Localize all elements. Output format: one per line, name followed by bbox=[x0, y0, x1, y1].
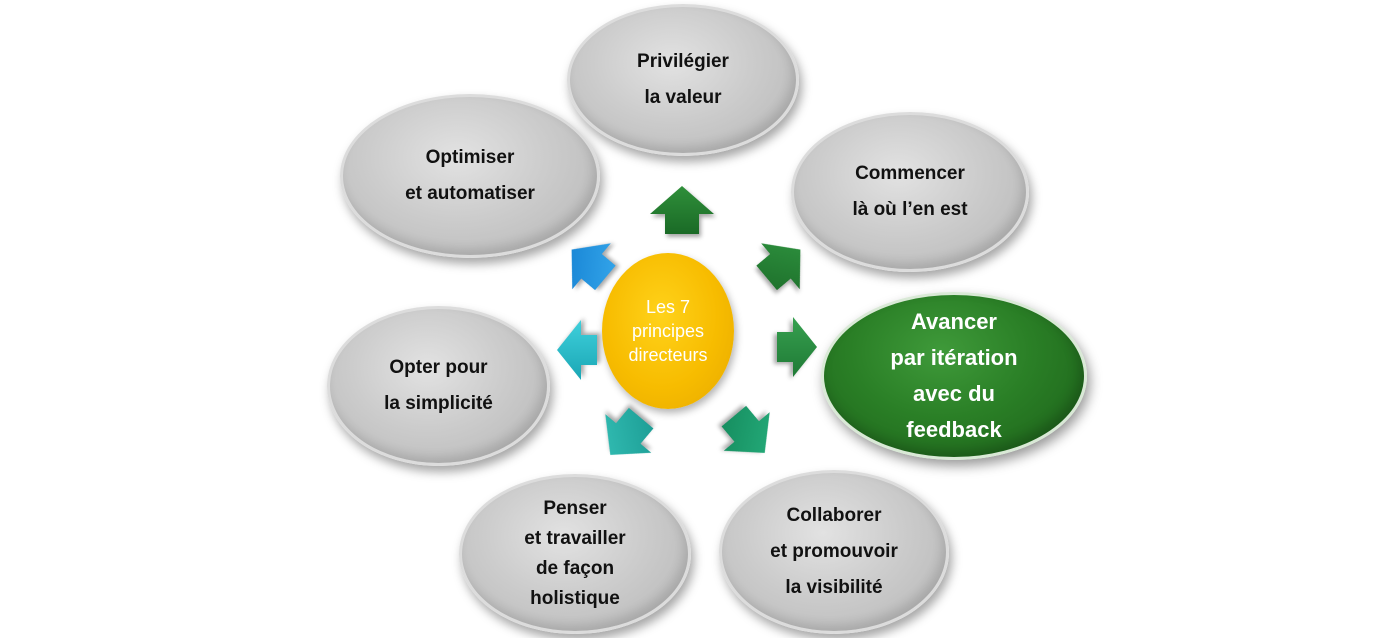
node-collaborer: Collaborer et promouvoir la visibilité bbox=[719, 470, 949, 634]
arrow-to-optimiser bbox=[571, 243, 616, 291]
arrow-to-avancer bbox=[777, 317, 817, 377]
node-privilegier-line-1: Privilégier bbox=[637, 51, 729, 72]
node-privilegier-line-2: la valeur bbox=[644, 87, 722, 108]
node-commencer-line-1: Commencer bbox=[855, 163, 965, 184]
arrow-to-opter bbox=[557, 320, 597, 380]
arrow-to-collaborer bbox=[721, 405, 770, 453]
center-line-1: Les 7 bbox=[645, 297, 691, 317]
node-avancer-line-2: par itération bbox=[890, 345, 1018, 370]
node-optimiser-line-2: et automatiser bbox=[405, 183, 535, 204]
node-avancer-line-1: Avancer bbox=[910, 309, 997, 334]
node-penser-line-1: Penser bbox=[543, 498, 607, 519]
node-avancer: Avancer par itération avec du feedback bbox=[821, 292, 1087, 460]
center-line-2: principes bbox=[631, 321, 705, 341]
node-commencer: Commencer là où l’en est bbox=[791, 112, 1029, 272]
node-opter: Opter pour la simplicité bbox=[327, 306, 550, 466]
node-optimiser-line-1: Optimiser bbox=[425, 147, 515, 168]
arrow-to-penser bbox=[605, 407, 654, 455]
node-collaborer-line-2: et promouvoir bbox=[770, 541, 898, 562]
center-line-3: directeurs bbox=[628, 345, 708, 365]
node-opter-line-2: la simplicité bbox=[384, 393, 493, 414]
node-avancer-line-4: feedback bbox=[906, 417, 1002, 442]
node-avancer-line-3: avec du bbox=[913, 381, 995, 406]
node-opter-line-1: Opter pour bbox=[389, 357, 488, 378]
node-privilegier: Privilégier la valeur bbox=[567, 4, 799, 156]
node-penser: Penser et travailler de façon holistique bbox=[459, 474, 691, 634]
arrow-to-commencer bbox=[756, 243, 801, 291]
node-optimiser: Optimiser et automatiser bbox=[340, 94, 600, 258]
node-commencer-line-2: là où l’en est bbox=[852, 199, 968, 220]
center-circle: Les 7 principes directeurs bbox=[602, 253, 734, 409]
node-collaborer-line-3: la visibilité bbox=[785, 577, 883, 598]
node-penser-line-4: holistique bbox=[530, 588, 620, 609]
node-penser-line-2: et travailler bbox=[524, 528, 626, 549]
node-collaborer-line-1: Collaborer bbox=[786, 505, 882, 526]
node-penser-line-3: de façon bbox=[535, 558, 615, 579]
arrow-to-privilegier bbox=[650, 186, 714, 234]
